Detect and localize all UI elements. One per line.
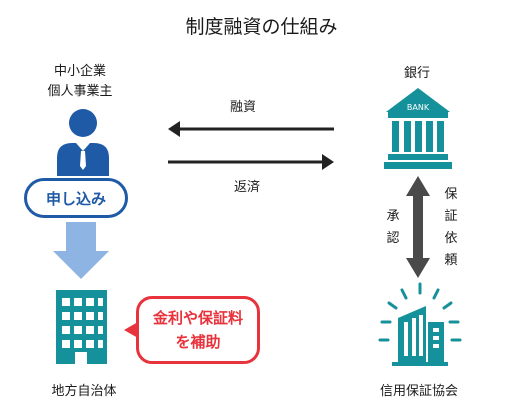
approve-label: 承 認 (386, 209, 400, 246)
borrower-label-line1: 中小企業 (53, 64, 106, 79)
guarantee-request-label: 保 証 依 頼 (444, 187, 458, 268)
subsidy-bubble-tail (124, 322, 138, 338)
subsidy-line2: を補助 (175, 333, 221, 351)
subsidy-bubble: 金利や保証料 を補助 (136, 296, 260, 364)
repay-label: 返済 (234, 180, 261, 195)
bank-sign: BANK (407, 103, 430, 112)
business-person-icon (57, 109, 109, 176)
loan-arrow (168, 121, 334, 137)
bank-label: 銀行 (403, 66, 430, 81)
diagram-title: 制度融資の仕組み (185, 16, 338, 38)
borrower-label-line2: 個人事業主 (47, 84, 113, 99)
repay-arrow (168, 154, 334, 170)
borrower-label: 中小企業 個人事業主 (40, 62, 120, 102)
credit-guarantee-association-icon (378, 282, 462, 366)
apply-arrow (53, 222, 109, 279)
local-government-building-icon (56, 290, 107, 364)
bank-building-icon: BANK (384, 88, 452, 169)
loan-label: 融資 (230, 100, 257, 115)
credit-guarantee-association-label: 信用保証協会 (379, 384, 458, 399)
subsidy-line1: 金利や保証料 (152, 309, 243, 327)
guarantee-double-arrow (406, 176, 430, 278)
local-government-label: 地方自治体 (51, 384, 117, 399)
apply-badge: 申し込み (24, 178, 128, 218)
